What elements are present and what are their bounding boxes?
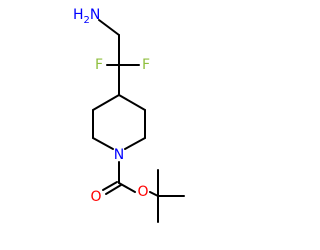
bond-ring-c4-c3 (118, 94, 146, 111)
bond-amine-ch2 (98, 19, 120, 36)
atom-labels: H2N F F N O O (73, 7, 150, 205)
fluorine-left-label: F (95, 57, 103, 73)
ring-nitrogen-label: N (114, 147, 124, 163)
carbonyl-oxygen-label: O (90, 189, 101, 205)
bond-carbonyl-ester-o (118, 182, 136, 193)
amine-label: H2N (73, 7, 100, 26)
bond-ring-n-c6 (92, 137, 114, 150)
bond-carbonyl-double-a (102, 181, 118, 191)
ester-oxygen-label: O (137, 184, 148, 200)
bond-ring-c5-c4 (92, 94, 120, 111)
amine-label-subscript: 2 (84, 15, 90, 26)
bond-carbonyl-double-b (105, 184, 122, 195)
amine-label-n: N (90, 7, 100, 23)
bonds (92, 19, 185, 223)
fluorine-right-label: F (142, 57, 150, 73)
molecule-structure: H2N F F N O O (73, 7, 185, 223)
bond-ring-c2-n (124, 137, 146, 150)
amine-label-h: H (73, 7, 84, 23)
bond-ester-o-tbu (149, 191, 159, 197)
